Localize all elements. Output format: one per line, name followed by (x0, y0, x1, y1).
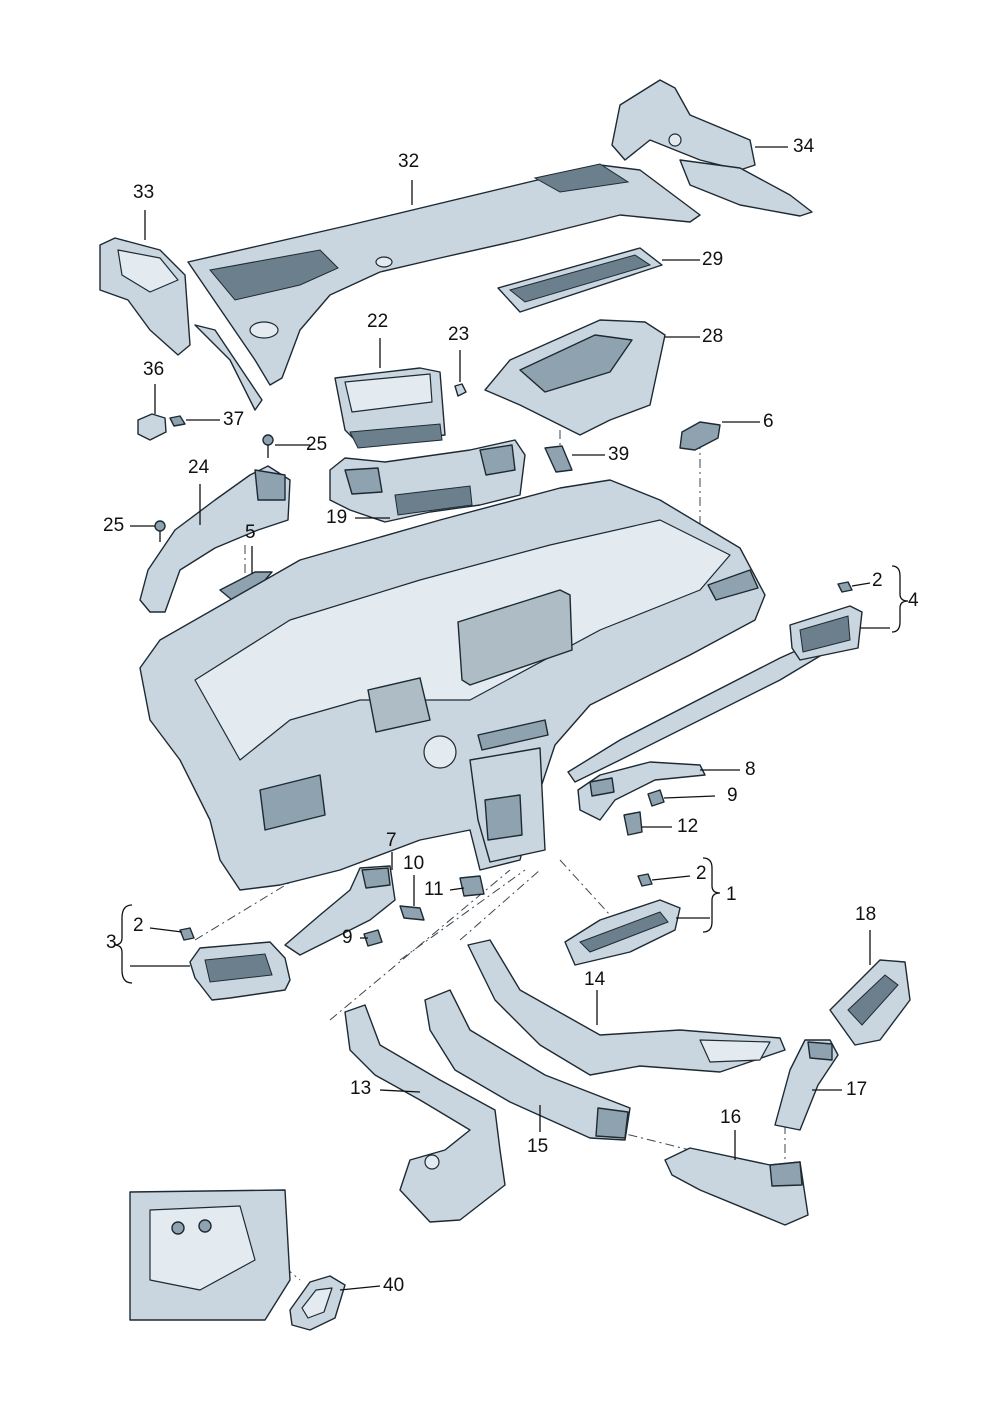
callout-2-upper-right: 2 (872, 570, 883, 591)
callout-4: 4 (908, 590, 919, 611)
callout-40: 40 (383, 1275, 404, 1296)
screw-part-9-left (363, 929, 383, 947)
side-bracket-part-33 (99, 237, 263, 411)
air-duct-part-14 (467, 939, 786, 1076)
callout-9-right: 9 (727, 785, 738, 806)
callout-32: 32 (398, 151, 419, 172)
callout-36: 36 (143, 359, 164, 380)
clip-part-11 (459, 875, 485, 897)
air-duct-part-15 (424, 989, 631, 1141)
dashboard-main-body (139, 479, 766, 891)
callout-13: 13 (350, 1078, 371, 1099)
callout-2-right: 2 (696, 863, 707, 884)
callout-labels: 32 33 34 29 28 22 23 36 37 25 6 24 39 25… (103, 136, 919, 1296)
clip-part-10 (399, 905, 425, 921)
side-bracket-part-34 (611, 79, 813, 217)
callout-11: 11 (424, 879, 444, 900)
callout-12: 12 (677, 816, 698, 837)
air-duct-part-7 (284, 865, 396, 956)
callout-10: 10 (403, 853, 424, 874)
callout-7: 7 (386, 830, 397, 851)
callout-34: 34 (793, 136, 815, 157)
group-braces (113, 565, 909, 984)
callout-39: 39 (608, 444, 629, 465)
vent-part-39 (544, 445, 573, 473)
vent-assembly-part-4 (789, 605, 863, 661)
callout-24: 24 (188, 457, 210, 478)
clip-part-23 (454, 383, 467, 397)
callout-9-left: 9 (342, 927, 353, 948)
screw-part-25-lower (154, 520, 166, 542)
screw-part-25-upper (262, 434, 274, 458)
ring-part-40 (289, 1275, 346, 1331)
clip-part-37 (169, 415, 186, 427)
screw-part-9-right (647, 789, 665, 807)
inset-detail-view (129, 1189, 291, 1321)
callout-37: 37 (223, 409, 244, 430)
callout-19: 19 (326, 507, 347, 528)
vent-part-6 (679, 421, 721, 451)
callout-33: 33 (133, 182, 154, 203)
vent-assembly-part-1 (564, 899, 681, 966)
callout-6: 6 (763, 411, 774, 432)
callout-25-lower: 25 (103, 515, 124, 536)
callout-25-upper: 25 (306, 434, 327, 455)
air-duct-part-16 (664, 1147, 809, 1226)
clip-part-2-upper-right (837, 581, 853, 593)
callout-8: 8 (745, 759, 756, 780)
callout-2-left: 2 (133, 915, 144, 936)
clip-part-2-right (637, 873, 653, 887)
air-duct-part-17 (774, 1039, 839, 1131)
vent-part-18 (829, 959, 911, 1046)
leader-lines (130, 146, 890, 1291)
callout-18: 18 (855, 904, 876, 925)
callout-15: 15 (527, 1136, 548, 1157)
callout-5: 5 (245, 522, 256, 543)
defroster-duct-part-28 (484, 319, 666, 436)
callout-17: 17 (846, 1079, 867, 1100)
defroster-grille-part-29 (497, 247, 663, 313)
callout-22: 22 (367, 311, 388, 332)
display-housing-part-22 (334, 367, 446, 449)
air-duct-part-8 (577, 761, 706, 821)
callout-3: 3 (106, 932, 117, 953)
center-air-duct-part-19 (329, 439, 526, 523)
cowl-panel-part-32 (187, 163, 701, 386)
clip-part-2-left (179, 927, 195, 941)
side-air-duct-part-24 (139, 465, 291, 613)
clip-part-36 (137, 413, 167, 441)
vent-assembly-part-3 (189, 941, 291, 1001)
callout-16: 16 (720, 1107, 741, 1128)
callout-1: 1 (726, 884, 737, 905)
callout-28: 28 (702, 326, 723, 347)
screw-part-12 (623, 811, 643, 836)
callout-14: 14 (584, 969, 606, 990)
callout-23: 23 (448, 324, 469, 345)
callout-29: 29 (702, 249, 723, 270)
